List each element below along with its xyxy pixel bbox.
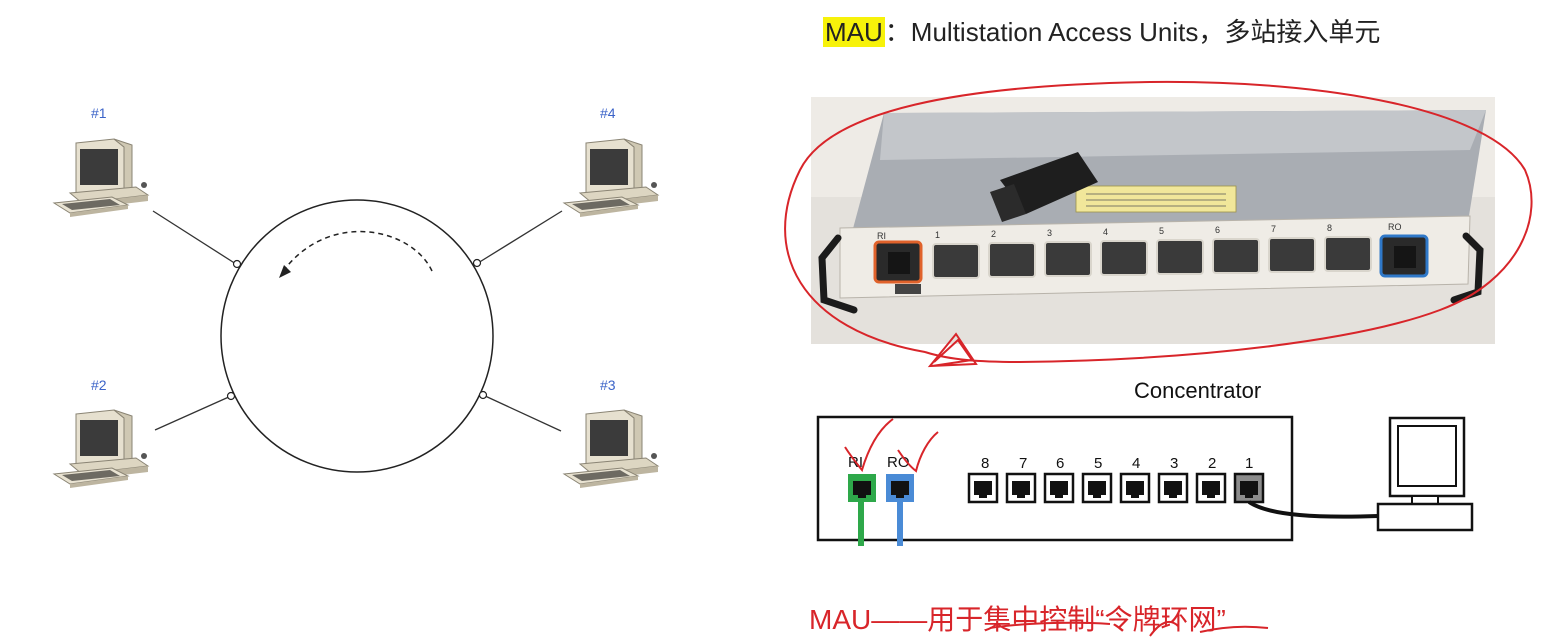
- concentrator-title: Concentrator: [1134, 378, 1262, 403]
- port-number-label: 3: [1170, 455, 1178, 472]
- photo-port-label: 7: [1271, 224, 1276, 234]
- photo-port-label: 4: [1103, 227, 1108, 237]
- port-number-label: 5: [1094, 455, 1102, 472]
- annotation-triangle: [927, 332, 978, 368]
- photo-port-label: 5: [1159, 226, 1164, 236]
- rj45-port-icon: [1081, 472, 1113, 504]
- computer-icon: [563, 409, 659, 489]
- rj45-port-icon: [1043, 472, 1075, 504]
- brand-logo: [895, 284, 921, 294]
- rj45-port-icon: [1119, 472, 1151, 504]
- rj45-port-icon: [1005, 472, 1037, 504]
- warning-label: [1075, 185, 1237, 213]
- annotation-check-ri: [844, 418, 894, 473]
- rj45-port-icon: [1195, 472, 1227, 504]
- computer-icon: [53, 138, 149, 218]
- port-number-label: 2: [1208, 455, 1216, 472]
- link-station-1: [152, 210, 237, 265]
- port-number-label: 6: [1056, 455, 1064, 472]
- headline: MAU：Multistation Access Units，多站接入单元: [823, 12, 1380, 49]
- photo-port-label: 3: [1047, 228, 1052, 238]
- data-connector: [1000, 152, 1098, 214]
- photo-port-label: 8: [1327, 223, 1332, 233]
- ring-circle: [220, 199, 494, 473]
- station-label-4: #4: [600, 105, 616, 121]
- photo-ports: [932, 236, 1372, 279]
- station-label-3: #3: [600, 377, 616, 393]
- left-handle: [818, 234, 858, 314]
- mau-photo: RI 1 2 3 4 5 6 7 8 RO: [811, 97, 1495, 344]
- mau-caption: MAU——用于集中控制“令牌环网”: [809, 604, 1226, 635]
- annotation-check-ro: [897, 431, 939, 473]
- photo-port-label: 2: [991, 229, 996, 239]
- annotation-underline: [989, 620, 1269, 637]
- computer-icon: [563, 138, 659, 218]
- workstation-cable: [1247, 500, 1379, 519]
- tap-node: [232, 259, 242, 269]
- headline-term: MAU: [823, 17, 885, 47]
- station-label-1: #1: [91, 105, 107, 121]
- link-station-3: [482, 394, 562, 432]
- port-number-label: 4: [1132, 455, 1140, 472]
- photo-port-label: RO: [1388, 222, 1402, 232]
- tap-node: [472, 258, 482, 268]
- computer-icon: [53, 409, 149, 489]
- tap-node: [226, 391, 236, 401]
- station-label-2: #2: [91, 377, 107, 393]
- port-number-label: 1: [1245, 455, 1253, 472]
- rj45-port-icon: [1157, 472, 1189, 504]
- ring-direction-arrow: [283, 230, 433, 272]
- photo-port-labels: RI 1 2 3 4 5 6 7 8 RO: [877, 222, 1402, 241]
- photo-port-label: RI: [877, 231, 886, 241]
- tap-node: [478, 390, 488, 400]
- photo-port-label: 1: [935, 230, 940, 240]
- concentrator-diagram: RI RO 8 7 6 5 4 3 2 1: [816, 415, 1474, 546]
- right-handle: [1450, 232, 1484, 304]
- link-station-2: [154, 395, 232, 431]
- port-number-label: 7: [1019, 455, 1027, 472]
- headline-separator: ：: [884, 17, 911, 47]
- photo-port-label: 6: [1215, 225, 1220, 235]
- link-station-4: [477, 210, 563, 264]
- workstation-icon: [1376, 416, 1474, 532]
- ring-diagram: #1 #4 #2 #3: [53, 105, 659, 489]
- headline-definition: Multistation Access Units，多站接入单元: [910, 17, 1381, 47]
- port-number-label: 8: [981, 455, 989, 472]
- arrow-head-icon: [279, 265, 291, 278]
- rj45-port-icon: [967, 472, 999, 504]
- annotation-ellipse: [784, 80, 1533, 364]
